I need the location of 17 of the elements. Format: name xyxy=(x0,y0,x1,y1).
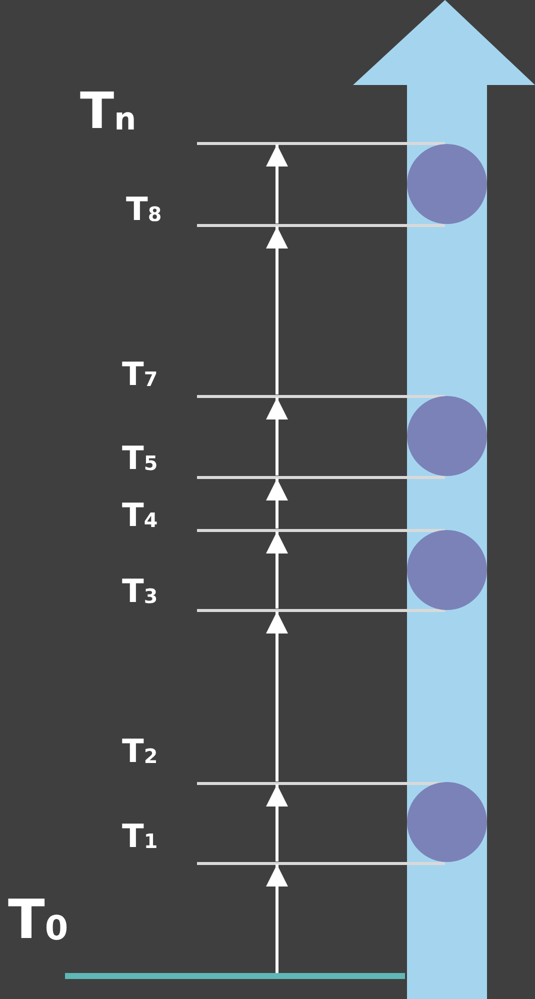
arrow xyxy=(266,864,288,973)
level-line xyxy=(197,862,445,864)
arrow xyxy=(266,612,288,782)
level-line xyxy=(197,394,445,398)
baseline xyxy=(65,973,405,979)
level-line xyxy=(197,224,445,226)
level-line xyxy=(197,476,445,478)
arrow xyxy=(266,478,288,528)
arrow xyxy=(266,532,288,608)
arrow xyxy=(266,144,288,224)
timeline-arrow xyxy=(353,0,535,999)
level-line xyxy=(197,608,445,612)
arrow xyxy=(266,398,288,476)
arrow xyxy=(266,784,288,862)
level-line xyxy=(197,528,445,532)
level-line xyxy=(197,142,445,144)
arrow xyxy=(266,226,288,394)
